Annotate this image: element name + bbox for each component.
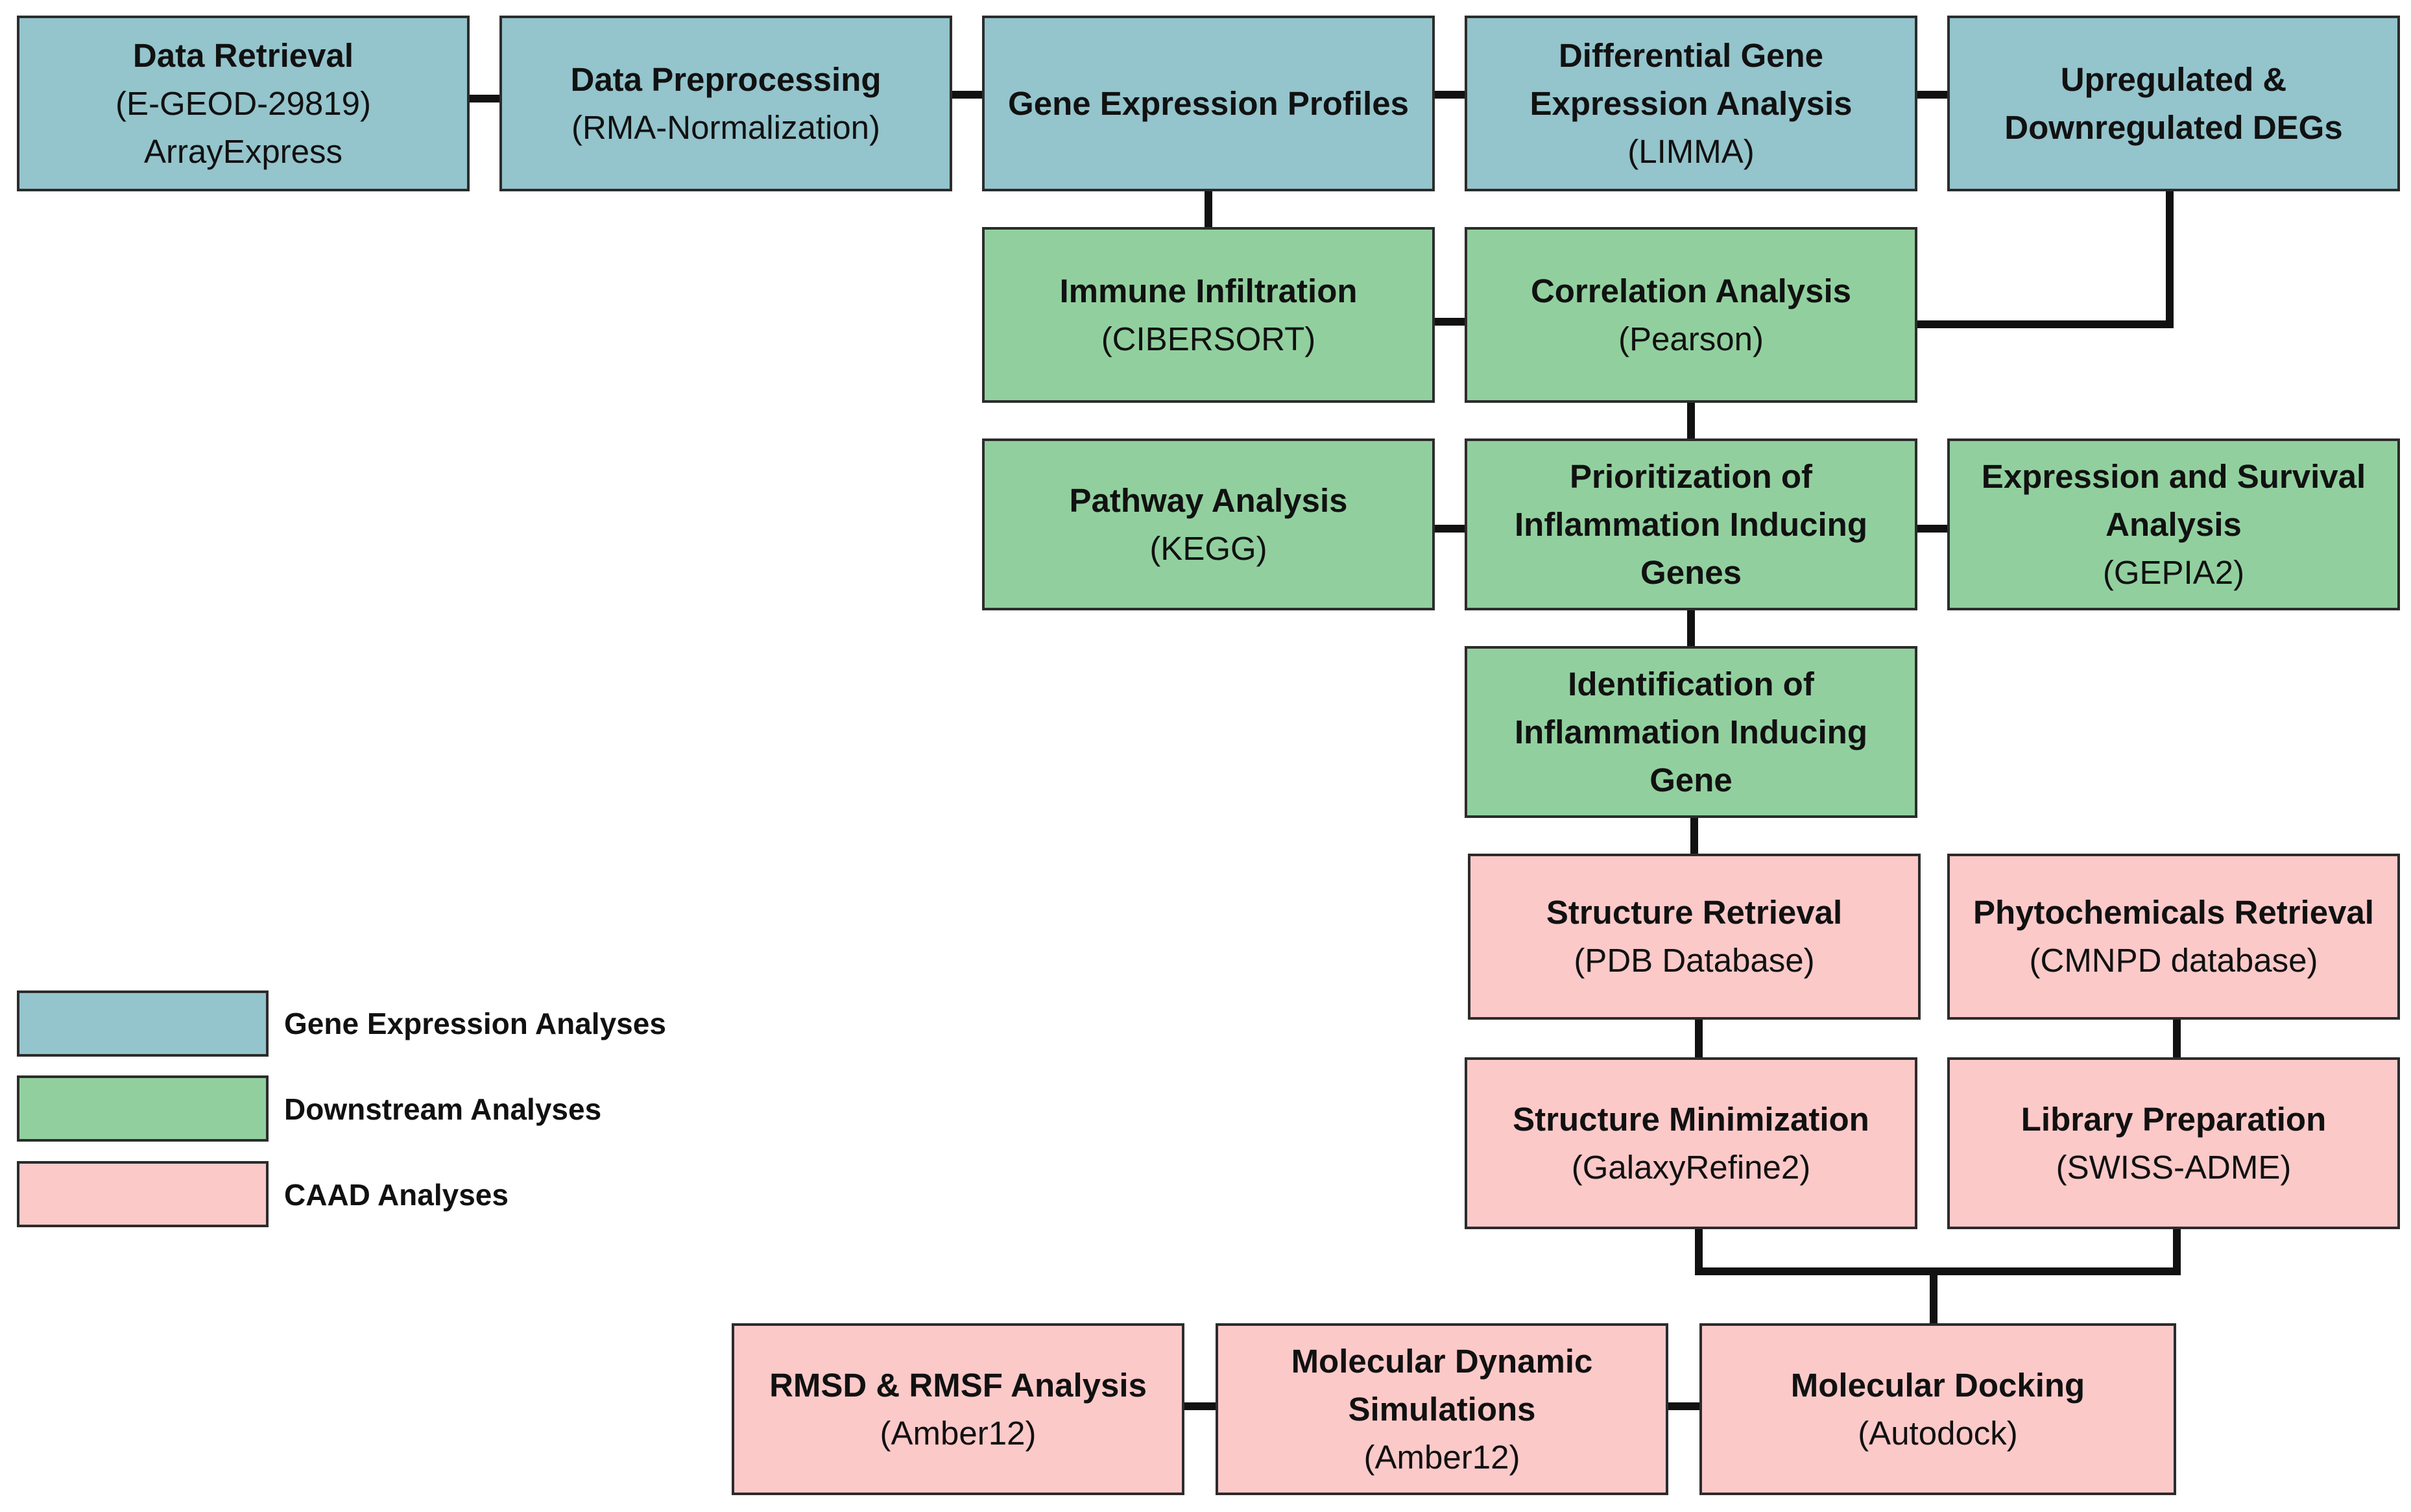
node-molecular-docking: Molecular Docking (Autodock) bbox=[1699, 1323, 2176, 1495]
node-subtitle: (E-GEOD-29819) bbox=[115, 84, 371, 122]
node-subtitle: (LIMMA) bbox=[1627, 132, 1755, 170]
node-structure-minimization: Structure Minimization (GalaxyRefine2) bbox=[1465, 1057, 1917, 1229]
node-immune-infiltration: Immune Infiltration (CIBERSORT) bbox=[982, 227, 1435, 403]
node-differential-gene-expression: Differential Gene Expression Analysis (L… bbox=[1465, 16, 1917, 191]
node-title: Differential Gene Expression Analysis bbox=[1529, 36, 1853, 122]
node-title: Data Preprocessing bbox=[570, 60, 882, 98]
connector-library_preparation-to-molecular_docking bbox=[1930, 1225, 2181, 1275]
legend-swatch-caad bbox=[17, 1161, 269, 1227]
node-title: Identification of Inflammation Inducing … bbox=[1515, 665, 1867, 798]
node-title: Upregulated & Downregulated DEGs bbox=[2004, 60, 2343, 146]
node-data-retrieval: Data Retrieval (E-GEOD-29819) ArrayExpre… bbox=[17, 16, 470, 191]
node-title: Phytochemicals Retrieval bbox=[1973, 894, 2374, 931]
node-structure-retrieval: Structure Retrieval (PDB Database) bbox=[1468, 854, 1921, 1020]
node-subtitle: (RMA-Normalization) bbox=[571, 108, 881, 146]
node-subtitle: (Amber12) bbox=[880, 1414, 1037, 1452]
node-expression-survival-analysis: Expression and Survival Analysis (GEPIA2… bbox=[1947, 438, 2400, 610]
legend-label-downstream: Downstream Analyses bbox=[284, 1092, 602, 1126]
node-pathway-analysis: Pathway Analysis (KEGG) bbox=[982, 438, 1435, 610]
node-subtitle: (Autodock) bbox=[1858, 1414, 2018, 1452]
node-title: Expression and Survival Analysis bbox=[1981, 457, 2366, 543]
node-subtitle: (KEGG) bbox=[1149, 529, 1267, 567]
node-subtitle: (PDB Database) bbox=[1574, 942, 1815, 979]
node-title: Gene Expression Profiles bbox=[1008, 84, 1409, 122]
node-subtitle: (GEPIA2) bbox=[2102, 553, 2245, 591]
node-subtitle: (Amber12) bbox=[1363, 1438, 1520, 1476]
legend-label-gene-expression: Gene Expression Analyses bbox=[284, 1007, 666, 1040]
node-title: Prioritization of Inflammation Inducing … bbox=[1515, 457, 1867, 591]
node-phytochemicals-retrieval: Phytochemicals Retrieval (CMNPD database… bbox=[1947, 854, 2400, 1020]
connector-up_down_degs-to-correlation_analysis bbox=[1913, 187, 2174, 328]
node-subtitle: (GalaxyRefine2) bbox=[1571, 1148, 1811, 1186]
node-title: Structure Retrieval bbox=[1546, 894, 1843, 931]
legend-label-caad: CAAD Analyses bbox=[284, 1178, 509, 1212]
node-library-preparation: Library Preparation (SWISS-ADME) bbox=[1947, 1057, 2400, 1229]
node-title: Molecular Dynamic Simulations bbox=[1291, 1342, 1593, 1428]
node-title: Data Retrieval bbox=[132, 36, 354, 74]
node-prioritization-inflammation-genes: Prioritization of Inflammation Inducing … bbox=[1465, 438, 1917, 610]
node-title: Immune Infiltration bbox=[1059, 272, 1358, 309]
node-molecular-dynamic-simulations: Molecular Dynamic Simulations (Amber12) bbox=[1216, 1323, 1668, 1495]
node-title: Pathway Analysis bbox=[1069, 481, 1348, 519]
node-title: Library Preparation bbox=[2021, 1100, 2327, 1138]
legend-swatch-gene-expression bbox=[17, 990, 269, 1057]
node-subtitle: (Pearson) bbox=[1618, 320, 1764, 357]
node-rmsd-rmsf-analysis: RMSD & RMSF Analysis (Amber12) bbox=[732, 1323, 1184, 1495]
node-correlation-analysis: Correlation Analysis (Pearson) bbox=[1465, 227, 1917, 403]
node-subtitle: (SWISS-ADME) bbox=[2056, 1148, 2292, 1186]
node-title: Molecular Docking bbox=[1790, 1366, 2085, 1404]
node-subtitle: ArrayExpress bbox=[143, 132, 343, 170]
node-data-preprocessing: Data Preprocessing (RMA-Normalization) bbox=[499, 16, 952, 191]
node-gene-expression-profiles: Gene Expression Profiles bbox=[982, 16, 1435, 191]
legend-swatch-downstream bbox=[17, 1075, 269, 1142]
node-subtitle: (CIBERSORT) bbox=[1101, 320, 1316, 357]
node-title: Structure Minimization bbox=[1513, 1100, 1869, 1138]
node-title: RMSD & RMSF Analysis bbox=[769, 1366, 1147, 1404]
node-subtitle: (CMNPD database) bbox=[2029, 942, 2318, 979]
connector-structure_minimization-to-molecular_docking bbox=[1695, 1225, 1937, 1327]
node-upregulated-downregulated-degs: Upregulated & Downregulated DEGs bbox=[1947, 16, 2400, 191]
node-identification-inflammation-gene: Identification of Inflammation Inducing … bbox=[1465, 646, 1917, 818]
node-title: Correlation Analysis bbox=[1530, 272, 1852, 309]
